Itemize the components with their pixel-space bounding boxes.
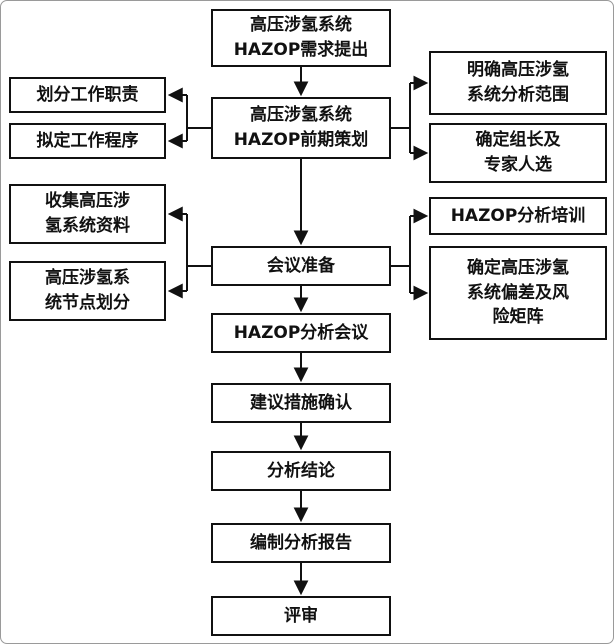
flow-box-node-split: 高压涉氢系 统节点划分 <box>9 261 166 321</box>
flow-box-leader: 确定组长及 专家人选 <box>429 123 607 183</box>
connector-prep-left <box>186 214 211 291</box>
flow-box-collect-data: 收集高压涉 氢系统资料 <box>9 184 166 244</box>
flow-box-measures: 建议措施确认 <box>211 383 391 423</box>
flow-box-report: 编制分析报告 <box>211 523 391 563</box>
flow-box-hazop-meeting: HAZOP分析会议 <box>211 313 391 353</box>
flow-box-requirement: 高压涉氢系统 HAZOP需求提出 <box>211 9 391 67</box>
flow-box-conclusion: 分析结论 <box>211 451 391 491</box>
flow-box-scope: 明确高压涉氢 系统分析范围 <box>429 51 607 115</box>
flow-box-procedure: 拟定工作程序 <box>9 123 166 159</box>
connector-planning-left <box>186 95 211 141</box>
flow-box-meeting-prep: 会议准备 <box>211 246 391 286</box>
connector-prep-right <box>391 216 411 293</box>
flow-box-training: HAZOP分析培训 <box>429 197 607 235</box>
flow-box-review: 评审 <box>211 596 391 636</box>
connector-planning-right <box>391 83 411 153</box>
flow-box-matrix: 确定高压涉氢 系统偏差及风 险矩阵 <box>429 246 607 340</box>
flow-box-pre-planning: 高压涉氢系统 HAZOP前期策划 <box>211 97 391 159</box>
flow-box-duties: 划分工作职责 <box>9 77 166 113</box>
